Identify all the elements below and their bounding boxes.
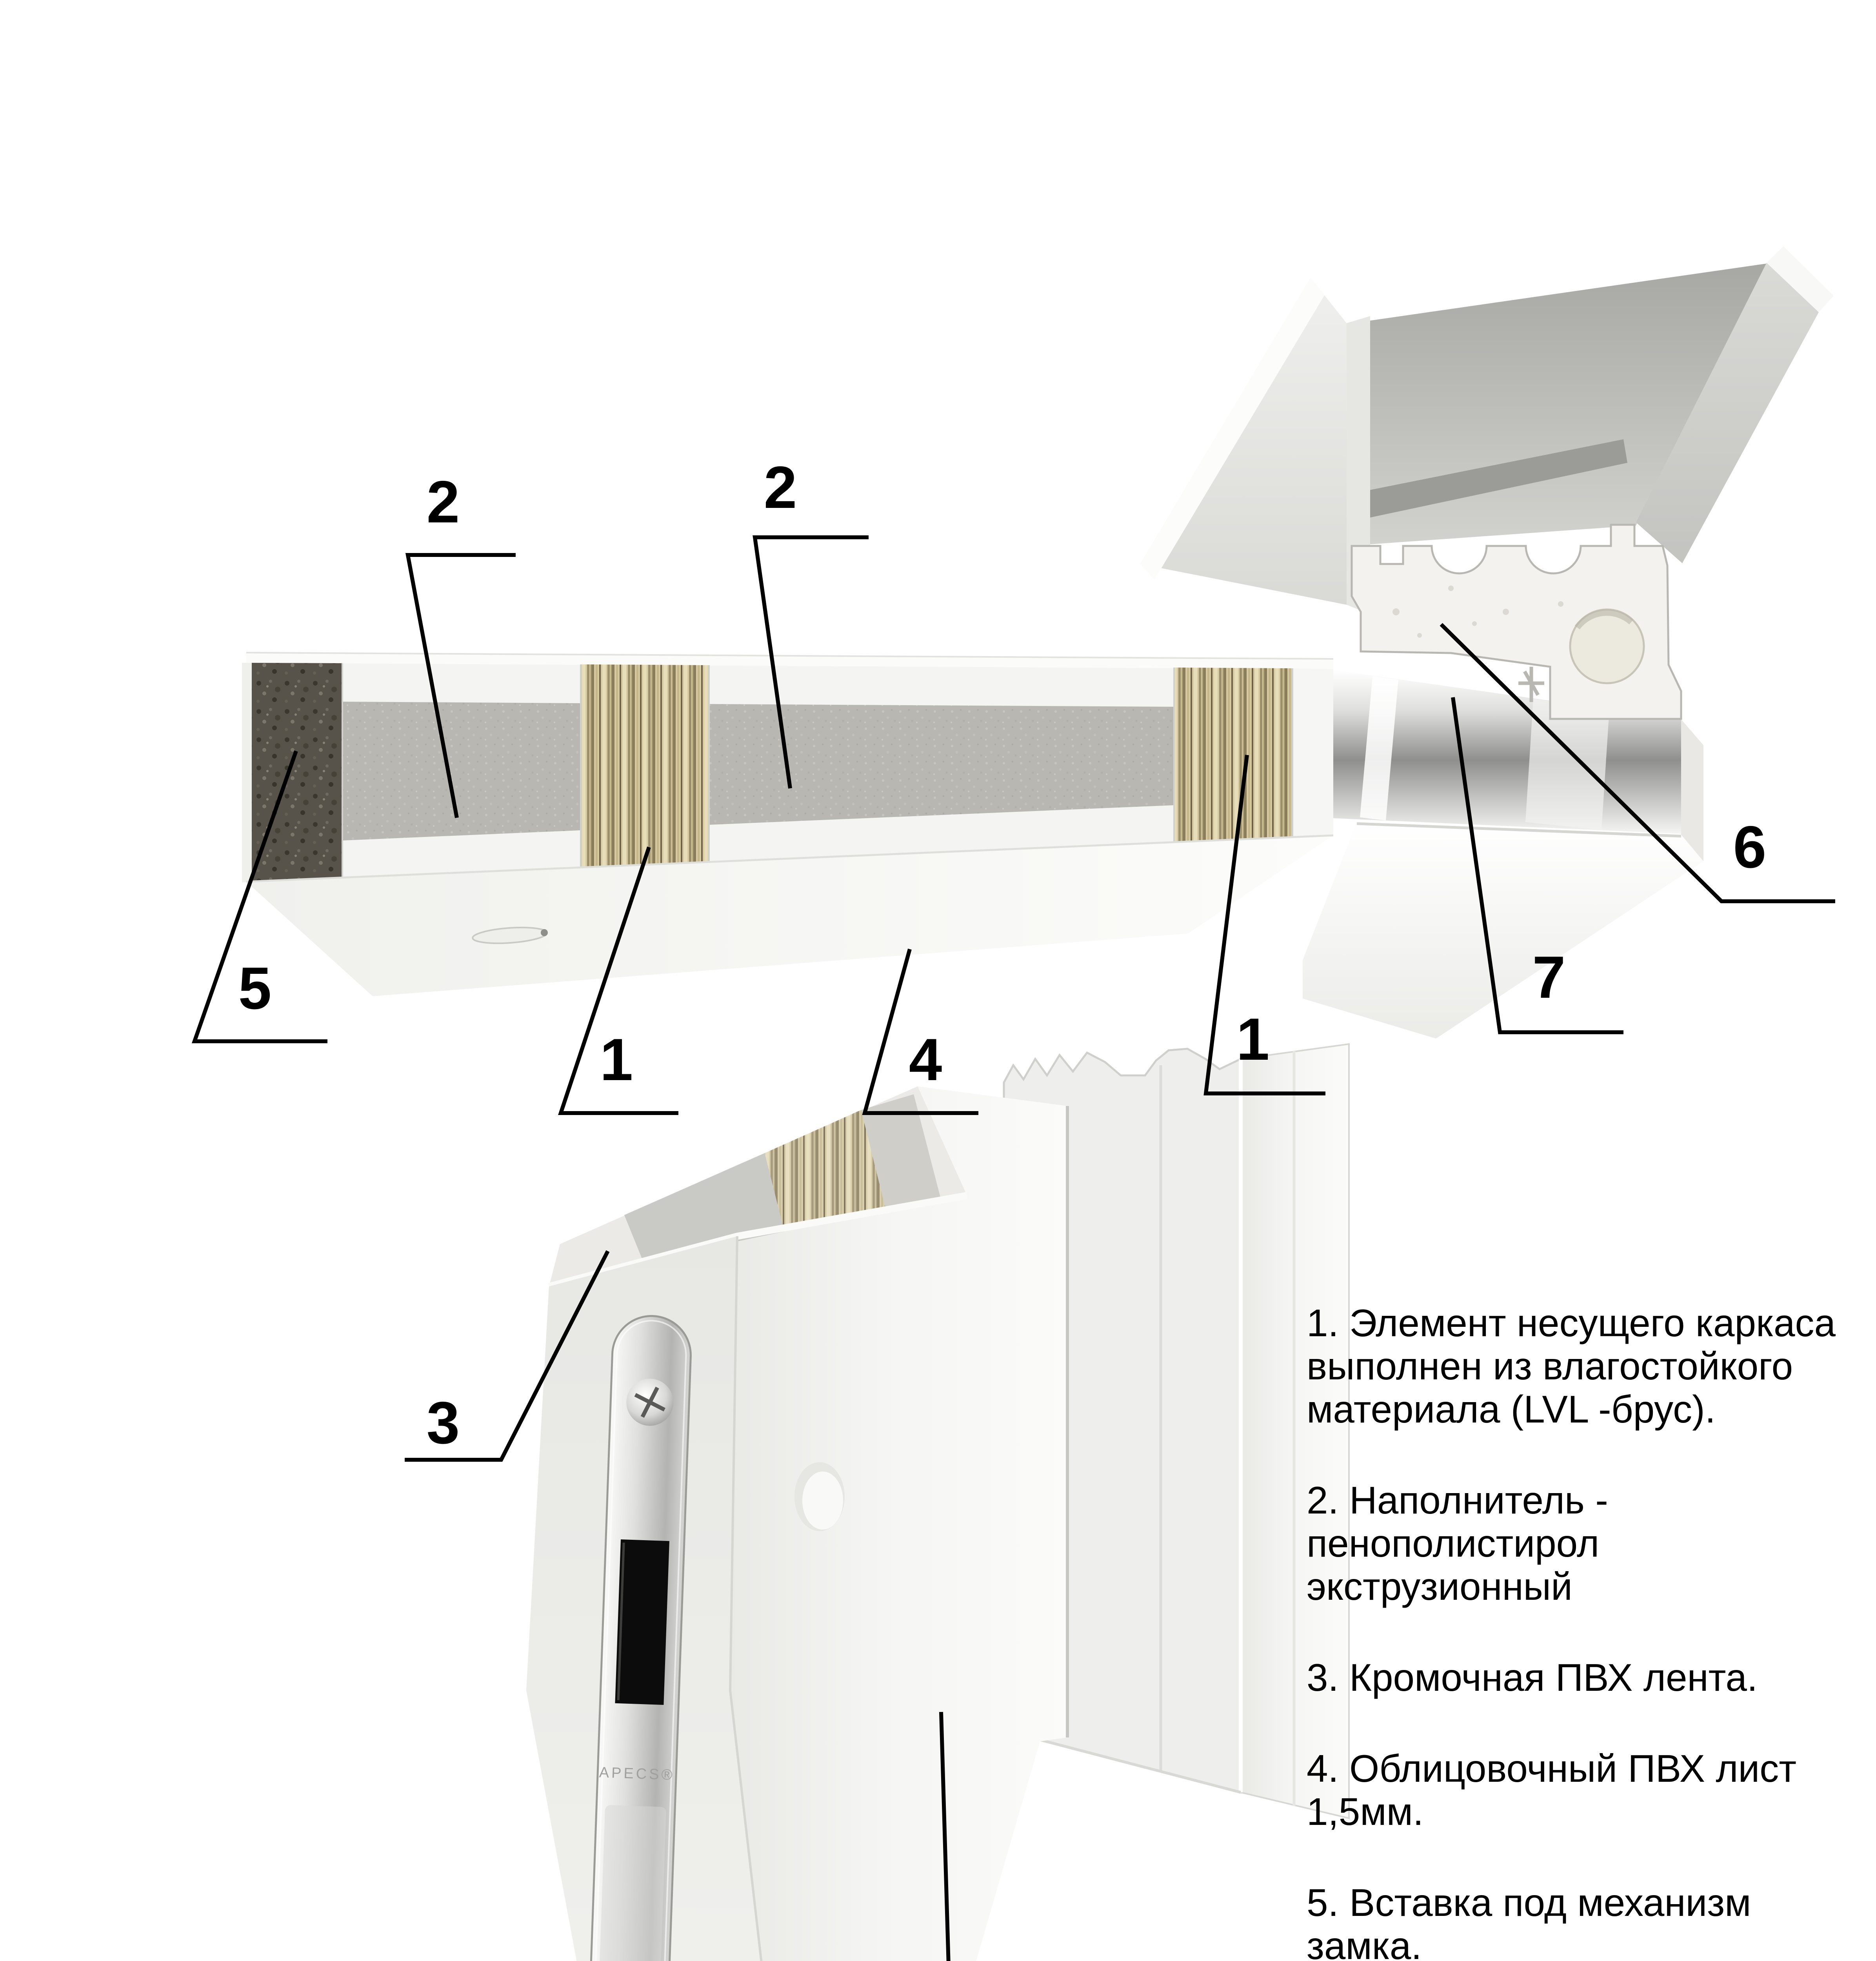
slab-underside-slot-end: [541, 929, 548, 936]
callout-lines: [191, 535, 1835, 1961]
leader-1b: [1203, 755, 1325, 1095]
leader-3: [405, 1250, 610, 1462]
legend: 1. Элемент несущего каркаса выполнен из …: [1307, 1301, 1876, 1961]
frame-wing-right: [1636, 263, 1819, 563]
door-leaf: APECS®: [526, 1086, 1069, 1961]
top-band-lvl-strip: [765, 1110, 886, 1232]
frame-wing-right-top-edge: [1767, 246, 1834, 312]
legend-item-2: 2. Наполнитель - пенополистирол экструзи…: [1307, 1479, 1608, 1608]
lock-plate: APECS®: [583, 1315, 692, 1961]
marker-6-frame: 6: [1733, 814, 1767, 880]
marker-1-lvl-left: 1: [600, 1026, 633, 1093]
handle-hole: [794, 1462, 845, 1531]
frame-profile-speckles: [1392, 586, 1563, 638]
top-band-foam-strip: [861, 1094, 941, 1211]
layer-chipboard-lock-insert: [252, 663, 342, 882]
frame-jamb-edge-line: [1356, 822, 1681, 838]
door-slab: [242, 652, 1334, 996]
frame-profile-screw-channel-hole: [1569, 608, 1645, 684]
leader-2a: [405, 553, 516, 818]
legend-item-3: 3. Кромочная ПВХ лента.: [1307, 1656, 1758, 1699]
lock-magnetic-latch: [615, 1539, 669, 1705]
lock-screw-top-cross: [634, 1386, 665, 1418]
lock-plate-galvanized-patch: [597, 1805, 666, 1961]
marker-5-lock-insert: 5: [238, 955, 272, 1022]
slab-underside: [246, 835, 1333, 996]
lock-plate-bevel: [588, 1320, 687, 1961]
door-top-edge-layers: [548, 1086, 968, 1290]
chrome-streak-2: [1525, 699, 1609, 830]
layer-foam-main: [709, 704, 1174, 825]
slab-top-surface: [246, 653, 1333, 669]
layer-lvl-right: [1174, 668, 1292, 842]
leader-5: [191, 750, 327, 1043]
chrome-streak-1: [1360, 676, 1398, 820]
leader-2b: [753, 535, 869, 789]
legend-item-4: 4. Облицовочный ПВХ лист 1,5мм.: [1307, 1747, 1797, 1833]
door-corner-line: [729, 1236, 763, 1961]
leader-6: [1440, 623, 1835, 903]
frame-wing-left: [1140, 278, 1347, 605]
layer-lvl-left: [581, 664, 709, 868]
marker-7-seal: 7: [1532, 944, 1566, 1011]
leader-4b: [939, 1712, 951, 1961]
lock-latch-highlight: [617, 1543, 625, 1701]
legend-item-5: 5. Вставка под механизм замка.: [1307, 1881, 1751, 1961]
marker-4-pvc-sheet-top: 4: [909, 1026, 942, 1093]
marker-1-lvl-right: 1: [1236, 1006, 1270, 1073]
layer-boundaries: [342, 663, 1293, 878]
marker-2-foam-main: 2: [763, 454, 797, 521]
seal-clip-detail: [1518, 667, 1544, 702]
leader-4a: [862, 948, 978, 1115]
bottom-assembly: APECS®: [526, 1043, 1350, 1961]
frame-outer-casing: [1681, 719, 1703, 861]
door-face: [730, 1086, 1067, 1961]
frame-profile-hole-shadow: [1574, 609, 1634, 629]
leader-7: [1451, 697, 1623, 1034]
layer-foam-left: [342, 702, 581, 840]
marker-2-foam-left: 2: [426, 469, 460, 535]
legend-item-1: 1. Элемент несущего каркаса выполнен из …: [1307, 1301, 1836, 1431]
frame-wing-left-highlight: [1140, 278, 1325, 580]
slab-bottom-edge-line: [246, 834, 1334, 883]
layer-pvc-edge-right: [1292, 668, 1333, 837]
layer-left-end-white: [242, 663, 252, 882]
frame-channel-dark-strip: [1349, 439, 1627, 522]
top-cross-section: [242, 246, 1834, 1039]
frame-wing-left-filler: [1347, 316, 1370, 614]
lock-brand: APECS®: [599, 1764, 675, 1783]
frame-jamb-board: [1303, 822, 1703, 1039]
marker-3-edge-band: 3: [426, 1390, 460, 1456]
leader-1a: [558, 846, 678, 1115]
frame-profile-top: [1140, 246, 1834, 1039]
